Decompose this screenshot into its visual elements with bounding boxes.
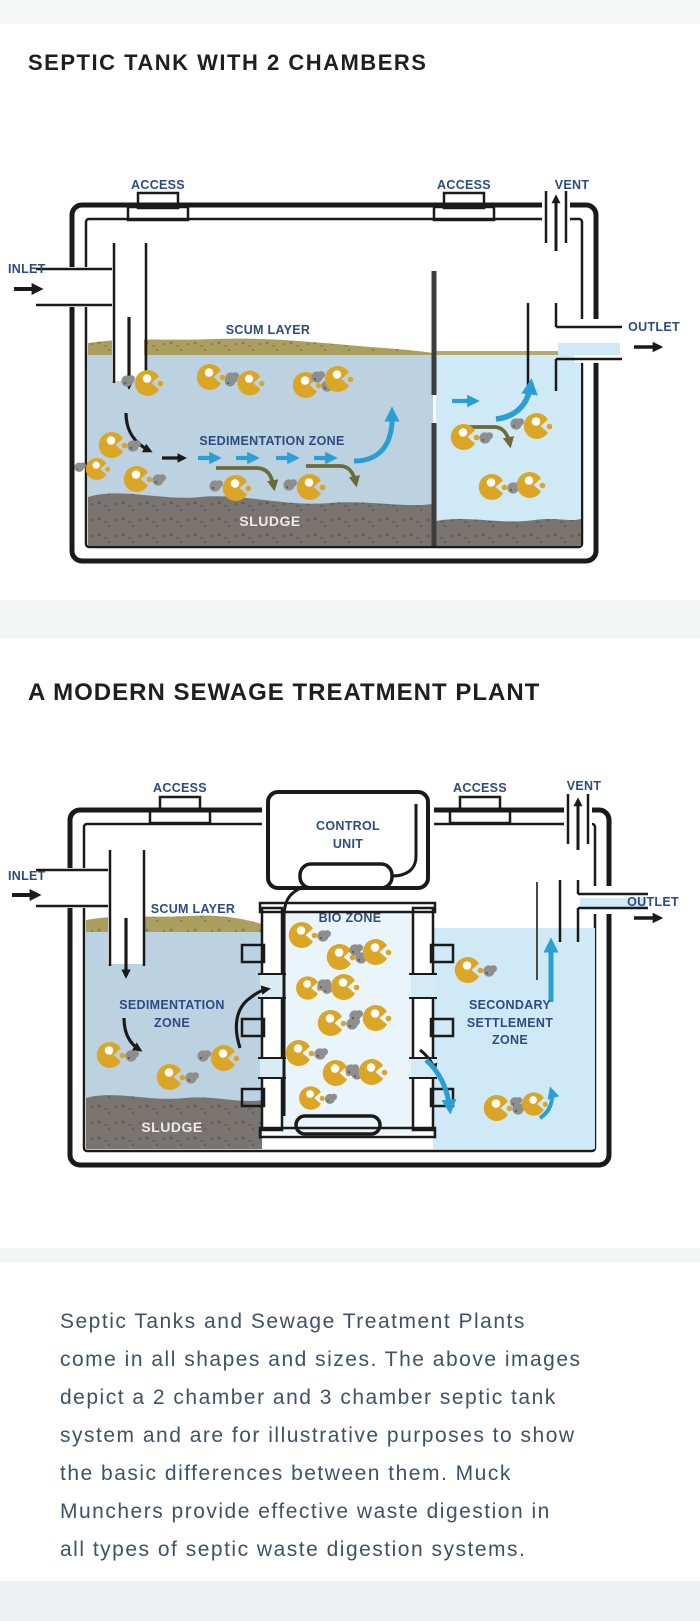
access-port-right — [448, 795, 512, 825]
inlet-pipe — [36, 850, 146, 966]
diffuser-bar — [294, 1114, 382, 1136]
control-cable — [282, 884, 307, 1116]
top-band — [0, 0, 700, 24]
label-control-unit-line2: UNIT — [333, 837, 363, 851]
access-port-left — [148, 795, 212, 825]
access-port-left — [126, 191, 190, 222]
label-sedimentation-zone: SEDIMENTATION ZONE — [199, 434, 344, 448]
sludge-graphic — [88, 493, 581, 546]
label-access-left: ACCESS — [131, 178, 185, 192]
septic-tank-2-chamber-diagram: ACCESS ACCESS VENT INLET OUTLET SCUM LAY… — [8, 178, 680, 564]
control-unit — [262, 790, 434, 1116]
footer-paragraph: Septic Tanks and Sewage Treatment Plants… — [60, 1303, 660, 1569]
label-secondary-line3: ZONE — [492, 1033, 528, 1047]
sludge-graphic — [86, 1095, 262, 1149]
section-divider-band-1 — [0, 600, 700, 638]
flow-arrows — [12, 889, 664, 1120]
label-access-right: ACCESS — [453, 781, 507, 795]
label-sedimentation-line2: ZONE — [154, 1016, 190, 1030]
paragraph-line: depict a 2 chamber and 3 chamber septic … — [60, 1386, 557, 1409]
label-inlet: INLET — [8, 869, 46, 883]
label-bio-zone: BIO ZONE — [319, 911, 382, 925]
label-secondary-line2: SETTLEMENT — [467, 1016, 553, 1030]
paragraph-line: come in all shapes and sizes. The above … — [60, 1348, 582, 1371]
paragraph-line: Septic Tanks and Sewage Treatment Plants — [60, 1310, 526, 1333]
bio-zone-walls — [240, 901, 455, 1139]
sewage-treatment-plant-diagram: ACCESS ACCESS VENT CONTROL UNIT INLET OU… — [8, 779, 679, 1168]
section-divider-band-2 — [0, 1248, 700, 1262]
scum-layer-graphic — [88, 338, 581, 355]
outlet-pipe — [536, 880, 648, 980]
label-secondary-line1: SECONDARY — [469, 998, 551, 1012]
label-outlet: OUTLET — [628, 320, 680, 334]
label-sedimentation-line1: SEDIMENTATION — [119, 998, 225, 1012]
label-inlet: INLET — [8, 262, 46, 276]
label-access-left: ACCESS — [153, 781, 207, 795]
inlet-pipe — [36, 243, 148, 383]
vent-pipe — [542, 191, 570, 251]
bottom-band — [0, 1581, 700, 1621]
paragraph-line: system and are for illustrative purposes… — [60, 1424, 576, 1447]
paragraph-line: Munchers provide effective waste digesti… — [60, 1500, 551, 1523]
label-access-right: ACCESS — [437, 178, 491, 192]
label-scum-layer: SCUM LAYER — [151, 902, 236, 916]
paragraph-line: all types of septic waste digestion syst… — [60, 1538, 527, 1561]
paragraph-line: the basic differences between them. Muck — [60, 1462, 512, 1485]
flow-arrows — [14, 283, 664, 492]
outlet-pipe — [526, 303, 622, 391]
section1-title: SEPTIC TANK WITH 2 CHAMBERS — [28, 50, 428, 75]
tank-body — [69, 202, 599, 564]
diagram2-labels: ACCESS ACCESS VENT CONTROL UNIT INLET OU… — [8, 779, 679, 1135]
vent-pipe — [564, 794, 592, 850]
label-scum-layer: SCUM LAYER — [226, 323, 311, 337]
label-sludge: SLUDGE — [239, 513, 300, 529]
diagram1-labels: ACCESS ACCESS VENT INLET OUTLET SCUM LAY… — [8, 178, 680, 529]
access-port-right — [432, 191, 496, 222]
label-control-unit-line1: CONTROL — [316, 819, 380, 833]
section2-title: A MODERN SEWAGE TREATMENT PLANT — [28, 679, 541, 706]
label-vent: VENT — [555, 178, 590, 192]
label-vent: VENT — [567, 779, 602, 793]
label-outlet: OUTLET — [627, 895, 679, 909]
label-sludge: SLUDGE — [141, 1119, 202, 1135]
